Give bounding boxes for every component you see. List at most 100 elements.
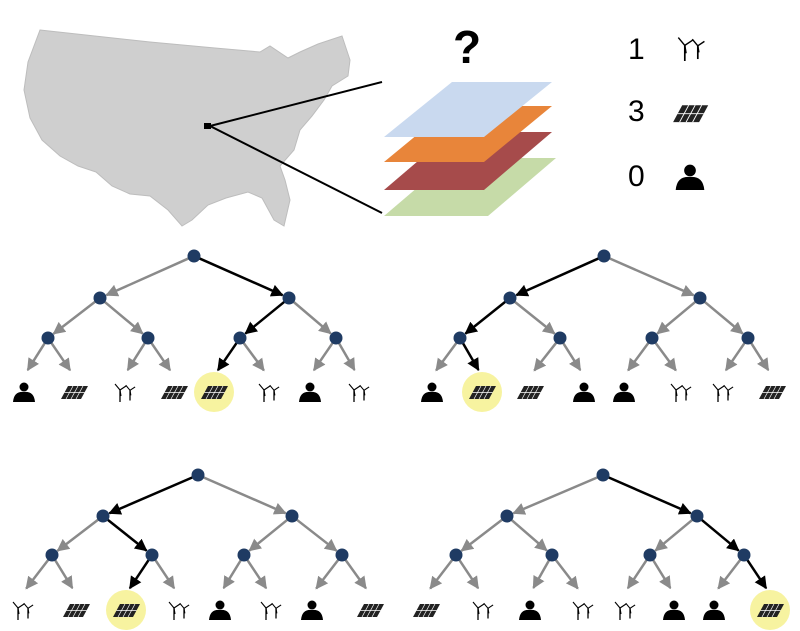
legend-person-icon: [675, 164, 705, 190]
tree-edge: [337, 342, 356, 372]
wind-turbine-icon: [258, 383, 280, 402]
tree-edge: [295, 518, 338, 552]
tree-edge: [312, 342, 334, 372]
usa-map: [23, 29, 351, 227]
tree-edge: [108, 476, 193, 515]
decision-trees: [12, 249, 790, 630]
tree-node: [191, 468, 205, 482]
person-icon: [703, 600, 725, 620]
tree-edge: [515, 257, 600, 297]
tree-node: [449, 548, 463, 562]
tree-edge: [52, 300, 97, 335]
tree-edge: [656, 300, 697, 335]
tree-edge: [700, 518, 740, 552]
tree-edge: [246, 559, 268, 590]
tree-edge: [626, 559, 648, 590]
solar-panel-icon: [61, 385, 88, 400]
decision-tree-1: [13, 249, 370, 412]
tree-edge: [654, 518, 694, 552]
legend-solar-panel-icon: [673, 104, 709, 123]
tree-edge: [717, 558, 742, 590]
person-icon: [519, 600, 541, 620]
callout-line-bottom: [209, 125, 383, 214]
tree-node: [693, 291, 707, 305]
tree-node: [145, 548, 159, 562]
tree-edge: [344, 559, 367, 590]
solar-panel-icon: [757, 603, 784, 618]
solar-panel-icon: [357, 603, 384, 618]
tree-edge: [703, 300, 744, 335]
tree-edge: [56, 518, 99, 552]
tree-node: [545, 548, 559, 562]
tree-node: [597, 249, 611, 263]
legend-count-person: 0: [628, 160, 645, 193]
solar-panel-icon: [201, 385, 228, 400]
decision-tree-3: [12, 468, 384, 630]
tree-node: [335, 548, 349, 562]
person-icon: [421, 382, 443, 402]
tree-edge: [25, 558, 50, 590]
tree-edge: [627, 342, 650, 372]
tree-node: [737, 548, 751, 562]
solar-panel-icon: [517, 385, 544, 400]
wind-turbine-icon: [614, 601, 636, 620]
tree-edge: [106, 518, 148, 552]
person-icon: [209, 600, 231, 620]
tree-edge: [750, 342, 770, 372]
tree-node: [93, 291, 107, 305]
legend-count-solar: 3: [628, 95, 645, 128]
tree-edge: [513, 300, 556, 335]
person-icon: [573, 382, 595, 402]
tree-edge: [54, 559, 74, 590]
tree-edge: [554, 558, 579, 590]
tree-node: [187, 249, 201, 263]
tree-edge: [464, 300, 507, 335]
solar-panel-icon: [113, 603, 140, 618]
tree-edge: [126, 342, 146, 372]
tree-node: [237, 548, 251, 562]
tree-node: [500, 509, 514, 523]
solar-panel-icon: [63, 603, 90, 618]
tree-edge: [532, 559, 551, 589]
tree-node: [282, 291, 296, 305]
tree-node: [41, 331, 55, 345]
solar-panel-icon: [413, 603, 440, 618]
wind-turbine-icon: [572, 601, 594, 620]
tree-edge: [607, 476, 692, 515]
tree-edge: [654, 342, 677, 372]
tree-edge: [128, 559, 150, 590]
tree-edge: [652, 559, 672, 590]
tree-edge: [242, 342, 265, 372]
tree-edge: [461, 342, 480, 372]
tree-edge: [429, 558, 454, 590]
decision-tree-2: [421, 249, 786, 412]
callout-line-top: [209, 81, 383, 127]
wind-turbine-icon: [260, 601, 282, 620]
tree-node: [643, 548, 657, 562]
tree-edge: [222, 559, 242, 590]
solar-panel-icon: [469, 385, 496, 400]
location-marker: [204, 123, 211, 129]
tree-edge: [154, 559, 176, 590]
tree-node: [453, 331, 467, 345]
wind-turbine-icon: [670, 383, 692, 402]
tree-edge: [724, 342, 746, 372]
wind-turbine-icon: [712, 383, 734, 402]
wind-turbine-icon: [168, 601, 190, 620]
tree-edge: [105, 257, 190, 297]
tree-edge: [533, 341, 558, 372]
wind-turbine-icon: [348, 383, 370, 402]
tree-edge: [103, 300, 144, 335]
tree-node: [285, 509, 299, 523]
wind-turbine-icon: [114, 383, 136, 402]
tree-node: [741, 331, 755, 345]
tree-edge: [746, 559, 768, 590]
tree-edge: [562, 342, 582, 372]
legend-count-wind: 1: [628, 33, 645, 66]
wind-turbine-icon: [472, 601, 494, 620]
tree-edge: [202, 476, 287, 515]
tree-edge: [216, 342, 238, 372]
legend-wind-turbine-icon: [677, 37, 705, 61]
tree-node: [553, 331, 567, 345]
